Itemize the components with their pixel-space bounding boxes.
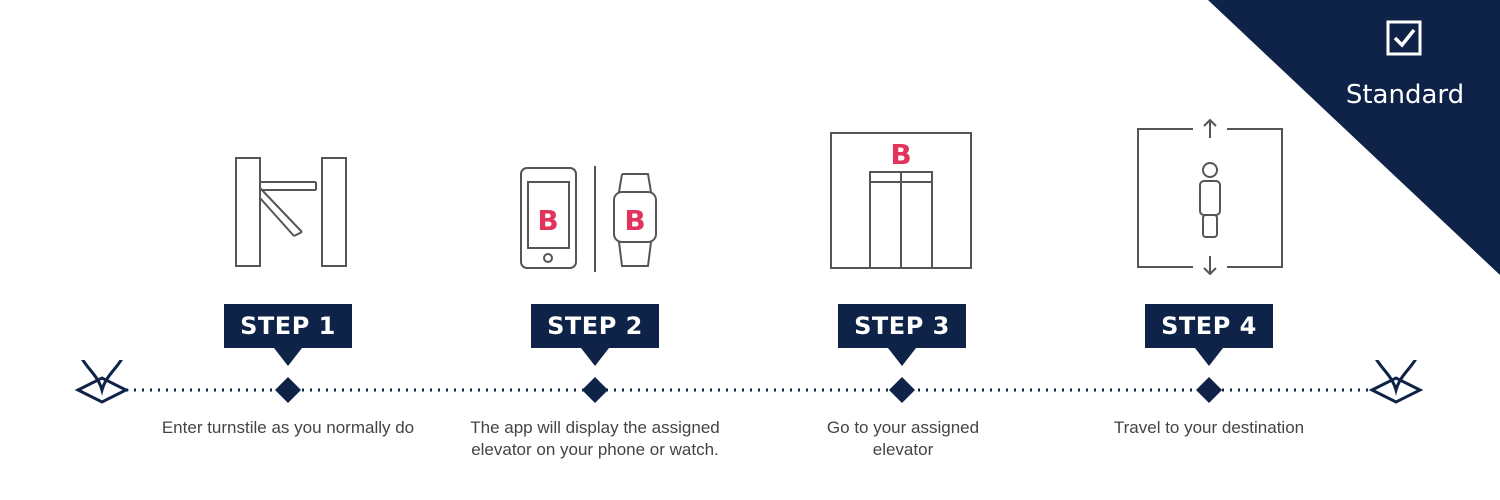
step-1-label: STEP 1 xyxy=(224,304,352,366)
step-4-label: STEP 4 xyxy=(1145,304,1273,366)
elevator-icon: B xyxy=(830,132,972,269)
step-3-label: STEP 3 xyxy=(838,304,966,366)
step-3-description: Go to your assigned elevator xyxy=(826,418,980,459)
badge-label: Standard xyxy=(1345,80,1465,110)
step-1-description: Enter turnstile as you normally do xyxy=(161,418,415,437)
phone-and-watch-icon: B B xyxy=(520,166,657,272)
timeline xyxy=(74,360,1424,404)
step-2-description: The app will display the assigned elevat… xyxy=(470,418,720,459)
timeline-marker-4 xyxy=(1196,377,1222,403)
checkbox-checked-icon xyxy=(1386,20,1422,56)
timeline-marker-1 xyxy=(275,377,301,403)
watch-elevator-letter: B xyxy=(624,204,645,237)
elevator-travel-icon xyxy=(1137,118,1283,276)
start-location-pin-icon xyxy=(74,360,130,404)
timeline-marker-3 xyxy=(889,377,915,403)
turnstile-icon xyxy=(235,157,347,267)
timeline-marker-2 xyxy=(582,377,608,403)
end-location-pin-icon xyxy=(1368,360,1424,404)
step-4-description: Travel to your destination xyxy=(1113,418,1305,437)
phone-elevator-letter: B xyxy=(537,204,558,237)
step-2-label: STEP 2 xyxy=(531,304,659,366)
elevator-letter: B xyxy=(890,138,911,171)
